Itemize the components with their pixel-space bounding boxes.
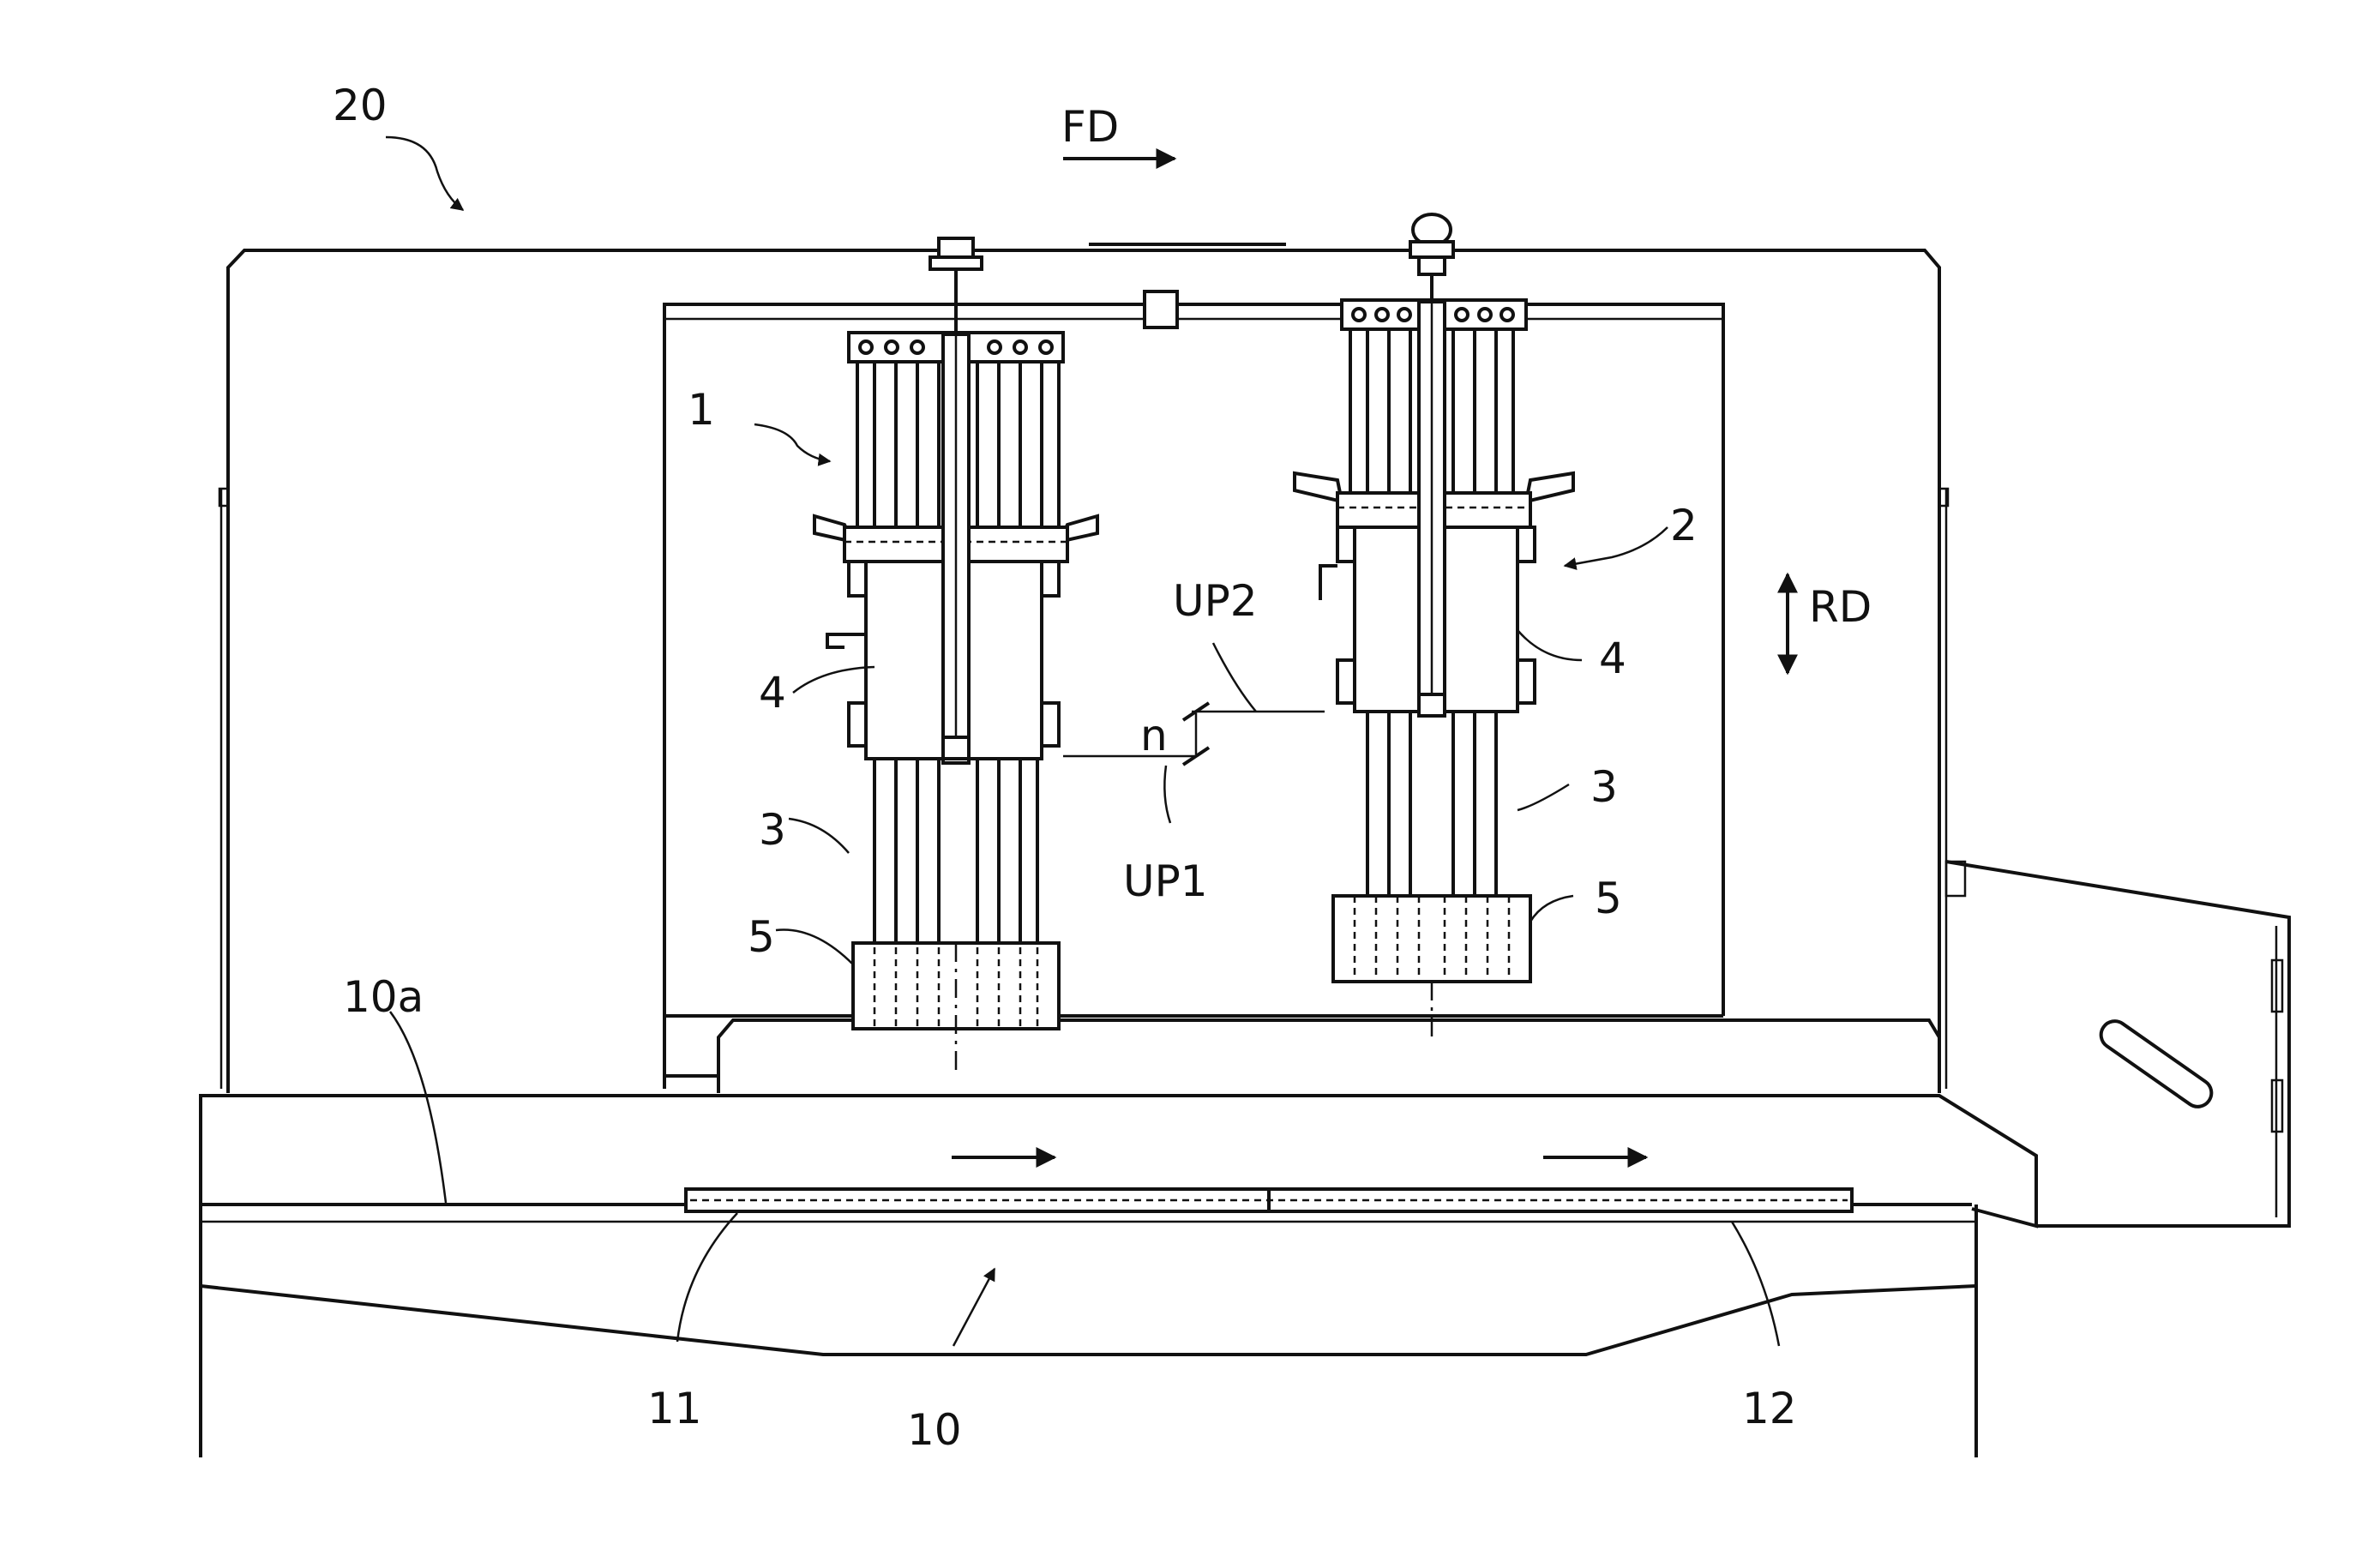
label-unit-1: 1 (688, 385, 715, 435)
label-plate-12: 12 (1742, 1384, 1797, 1433)
side-chute (1946, 862, 2289, 1226)
pins-3-left (874, 759, 1037, 947)
reference-labels: 20 FD RD 1 2 4 4 3 3 5 5 UP1 UP2 n 10a 1… (333, 81, 1872, 1455)
label-part-4-left: 4 (759, 668, 786, 718)
level-lines (1063, 703, 1325, 765)
label-level-up2: UP2 (1173, 576, 1258, 626)
label-level-up1: UP1 (1123, 856, 1208, 906)
press-unit-2 (1295, 214, 1573, 1037)
label-part-4-right: 4 (1599, 634, 1626, 683)
label-bed-10: 10 (907, 1405, 962, 1455)
block-5-right (1333, 896, 1530, 982)
label-plate-11: 11 (647, 1384, 702, 1433)
chute-slot (2095, 1016, 2216, 1112)
inner-window (664, 244, 1723, 1089)
machine-housing (219, 250, 1948, 1093)
label-machine-20: 20 (333, 81, 388, 130)
pins-3-right (1367, 712, 1496, 896)
label-part-5-left: 5 (748, 912, 775, 962)
label-surface-10a: 10a (343, 972, 424, 1022)
label-part-3-left: 3 (759, 805, 786, 855)
press-unit-1 (814, 238, 1097, 1076)
label-offset-n: n (1140, 711, 1168, 760)
label-feed-direction: FD (1061, 102, 1119, 152)
label-part-5-right: 5 (1595, 874, 1622, 923)
label-retract-direction: RD (1809, 582, 1872, 632)
label-unit-2: 2 (1670, 501, 1698, 550)
plate-11 (686, 1189, 1269, 1211)
label-part-3-right: 3 (1590, 762, 1618, 812)
support-platform (664, 1020, 1939, 1093)
